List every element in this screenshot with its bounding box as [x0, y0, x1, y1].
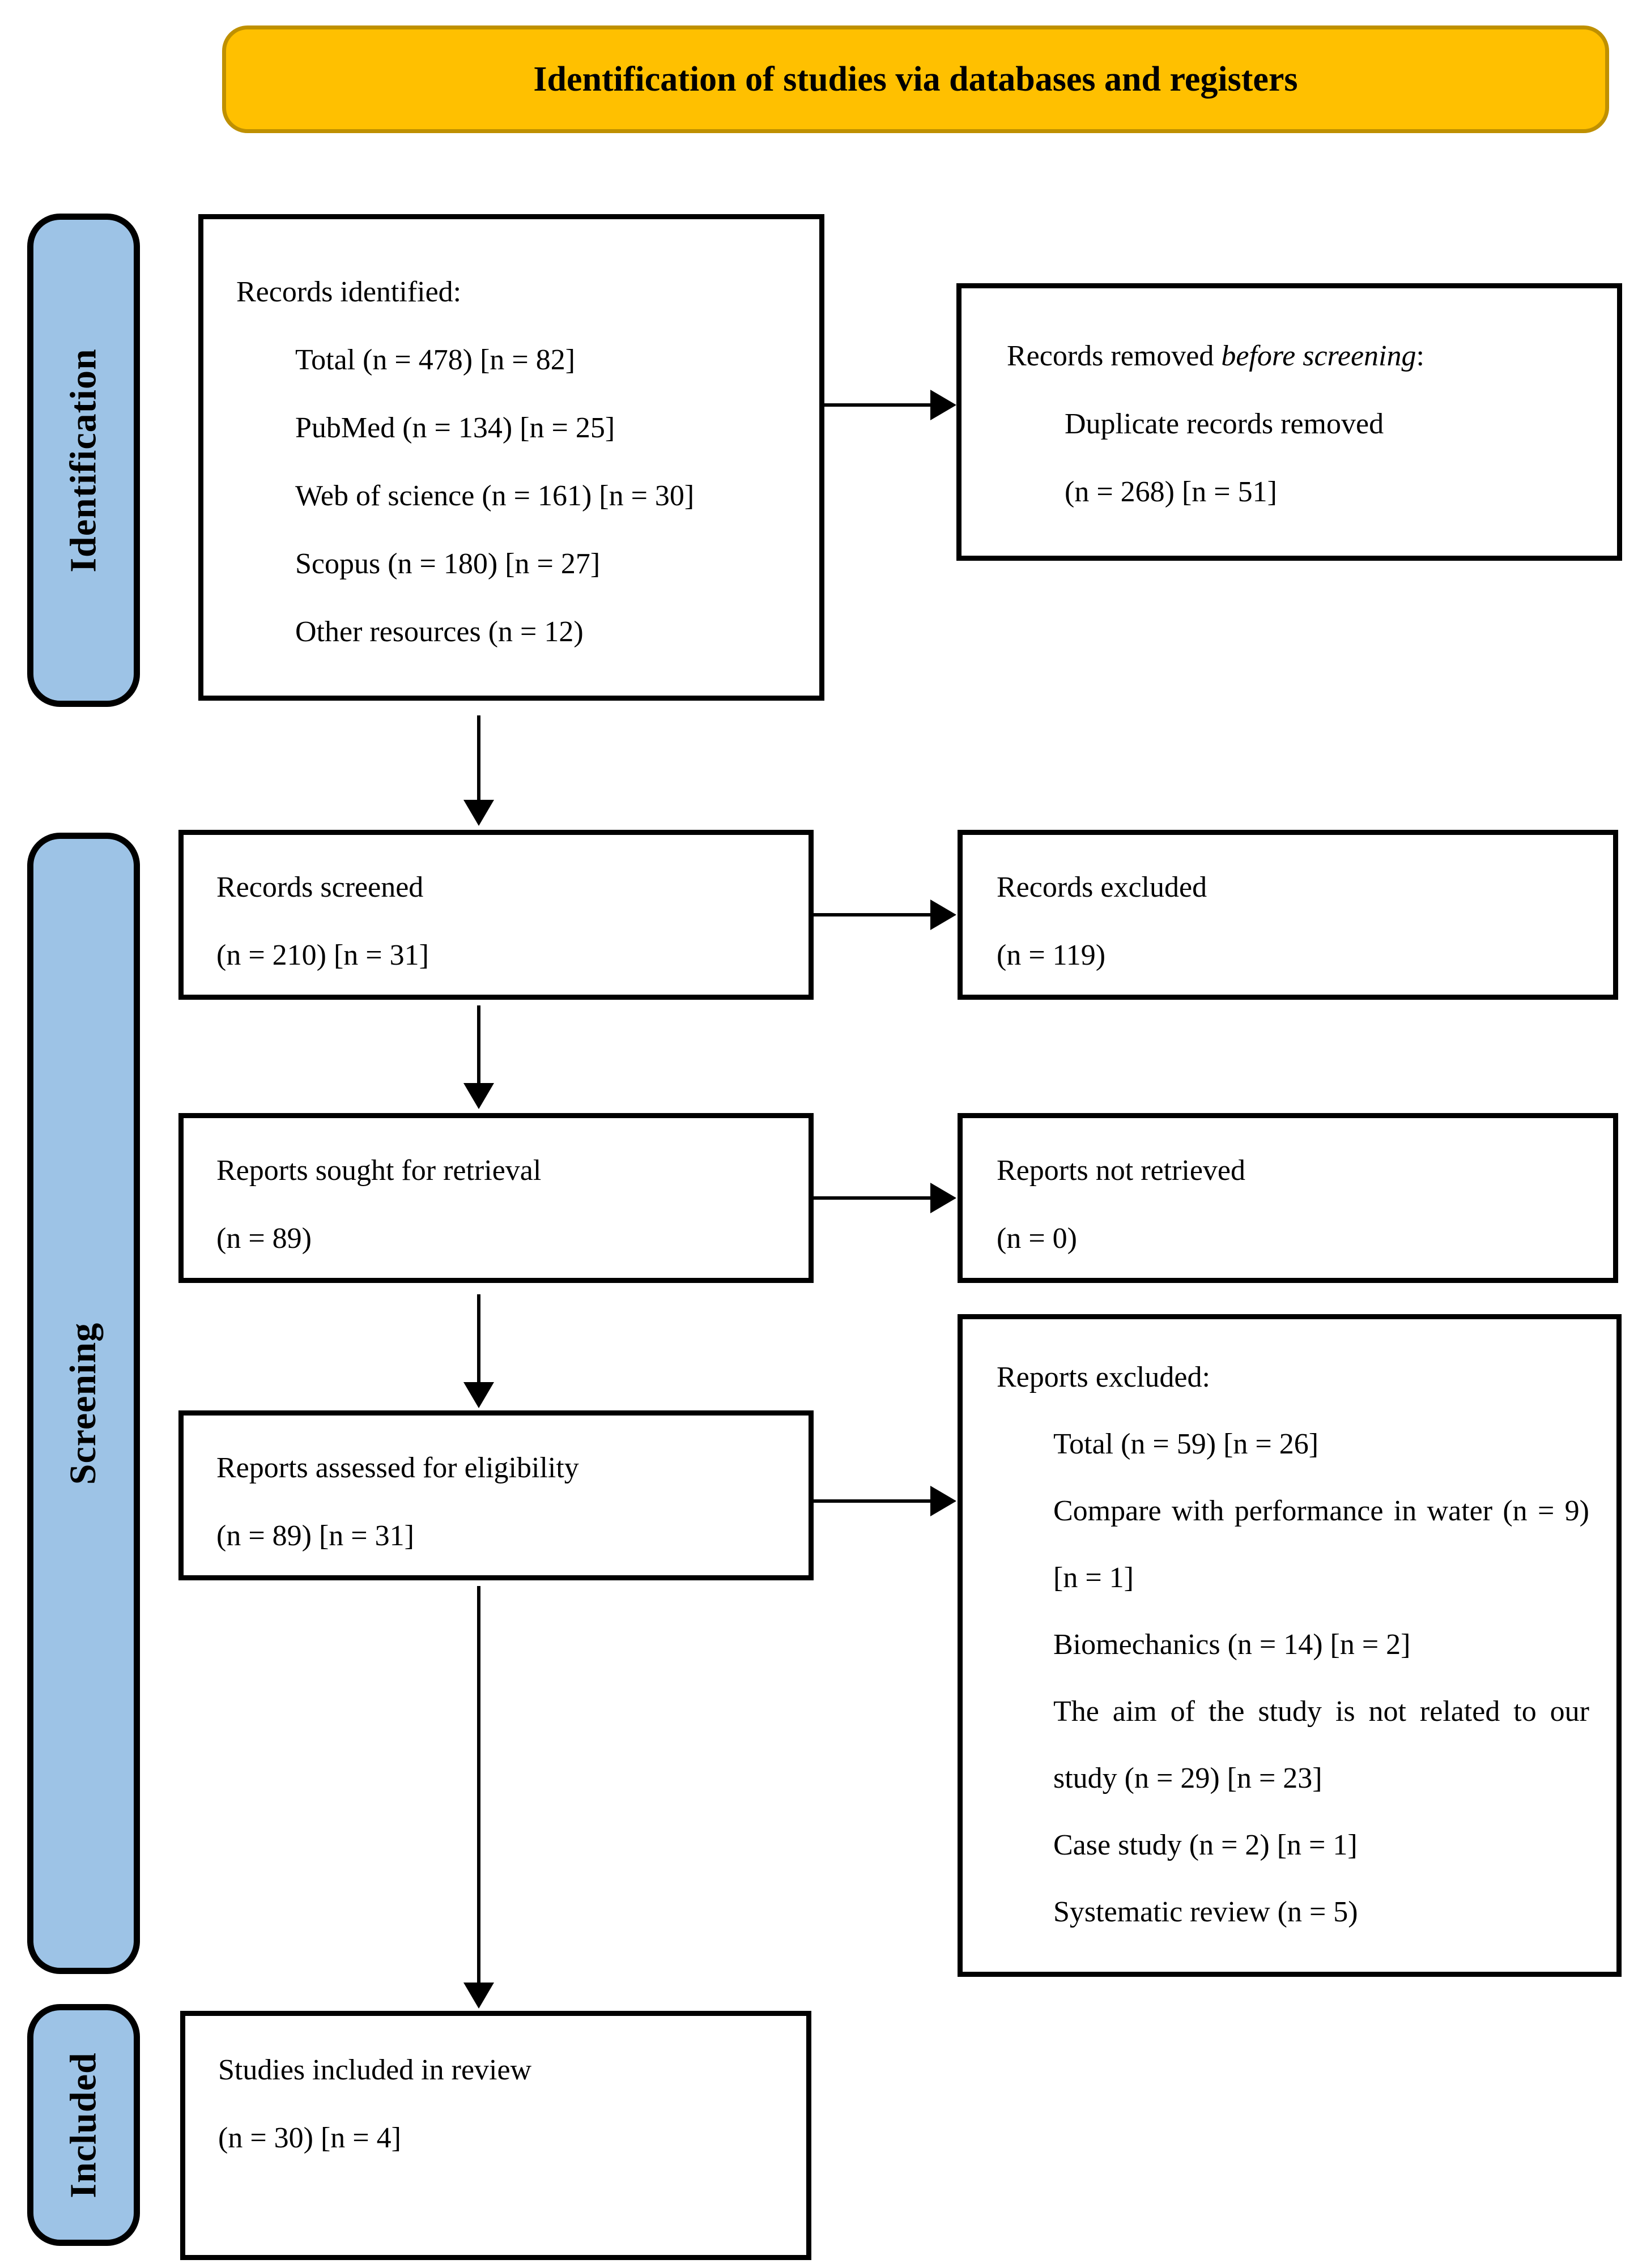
box-reports-not-retrieved: Reports not retrieved (n = 0) — [958, 1113, 1618, 1283]
stage-included: Included — [27, 2004, 140, 2246]
reports-sought-count: (n = 89) — [216, 1222, 312, 1255]
stage-screening: Screening — [27, 833, 140, 1974]
records-identified-item: Scopus (n = 180) [n = 27] — [295, 548, 601, 580]
stage-identification: Identification — [27, 214, 140, 707]
reports-excluded-title: Reports excluded: — [997, 1361, 1210, 1393]
reports-assessed-label: Reports assessed for eligibility — [216, 1452, 579, 1484]
records-identified-title: Records identified: — [236, 276, 462, 308]
flow-title-banner: Identification of studies via databases … — [222, 25, 1609, 133]
flow-title: Identification of studies via databases … — [533, 59, 1298, 99]
records-identified-item: Total (n = 478) [n = 82] — [295, 344, 576, 376]
box-reports-assessed: Reports assessed for eligibility (n = 89… — [178, 1410, 814, 1580]
reports-excluded-item: Total (n = 59) [n = 26] — [1053, 1428, 1319, 1460]
stage-identification-label: Identification — [62, 348, 104, 573]
records-removed-line: (n = 268) [n = 51] — [1065, 476, 1277, 508]
records-excluded-count: (n = 119) — [997, 939, 1106, 971]
box-reports-excluded: Reports excluded: Total (n = 59) [n = 26… — [958, 1314, 1622, 1977]
reports-excluded-item: Biomechanics (n = 14) [n = 2] — [1053, 1628, 1411, 1661]
stage-screening-label: Screening — [62, 1322, 104, 1485]
records-screened-label: Records screened — [216, 871, 424, 903]
reports-excluded-item: Case study (n = 2) [n = 1] — [1053, 1829, 1358, 1861]
stage-included-label: Included — [62, 2052, 104, 2198]
records-identified-item: Web of science (n = 161) [n = 30] — [295, 480, 695, 512]
records-removed-title: Records removed before screening: — [1007, 340, 1424, 372]
box-studies-included: Studies included in review (n = 30) [n =… — [180, 2011, 811, 2260]
box-records-excluded: Records excluded (n = 119) — [958, 830, 1618, 1000]
records-removed-line: Duplicate records removed — [1065, 408, 1384, 440]
reports-excluded-item: Systematic review (n = 5) — [1053, 1896, 1358, 1928]
studies-included-count: (n = 30) [n = 4] — [218, 2122, 401, 2154]
reports-excluded-item: Compare with performance in water (n = 9… — [1053, 1495, 1589, 1594]
records-excluded-label: Records excluded — [997, 871, 1207, 903]
box-records-identified: Records identified: Total (n = 478) [n =… — [198, 214, 824, 701]
box-reports-sought: Reports sought for retrieval (n = 89) — [178, 1113, 814, 1283]
reports-sought-label: Reports sought for retrieval — [216, 1154, 542, 1187]
studies-included-label: Studies included in review — [218, 2054, 532, 2086]
records-identified-item: PubMed (n = 134) [n = 25] — [295, 412, 615, 444]
reports-not-retrieved-count: (n = 0) — [997, 1222, 1077, 1255]
records-identified-item: Other resources (n = 12) — [295, 616, 584, 648]
reports-assessed-count: (n = 89) [n = 31] — [216, 1520, 414, 1552]
reports-excluded-item: The aim of the study is not related to o… — [1053, 1695, 1589, 1794]
box-records-removed: Records removed before screening: Duplic… — [956, 283, 1622, 561]
box-records-screened: Records screened (n = 210) [n = 31] — [178, 830, 814, 1000]
records-screened-count: (n = 210) [n = 31] — [216, 939, 429, 971]
reports-not-retrieved-label: Reports not retrieved — [997, 1154, 1245, 1187]
